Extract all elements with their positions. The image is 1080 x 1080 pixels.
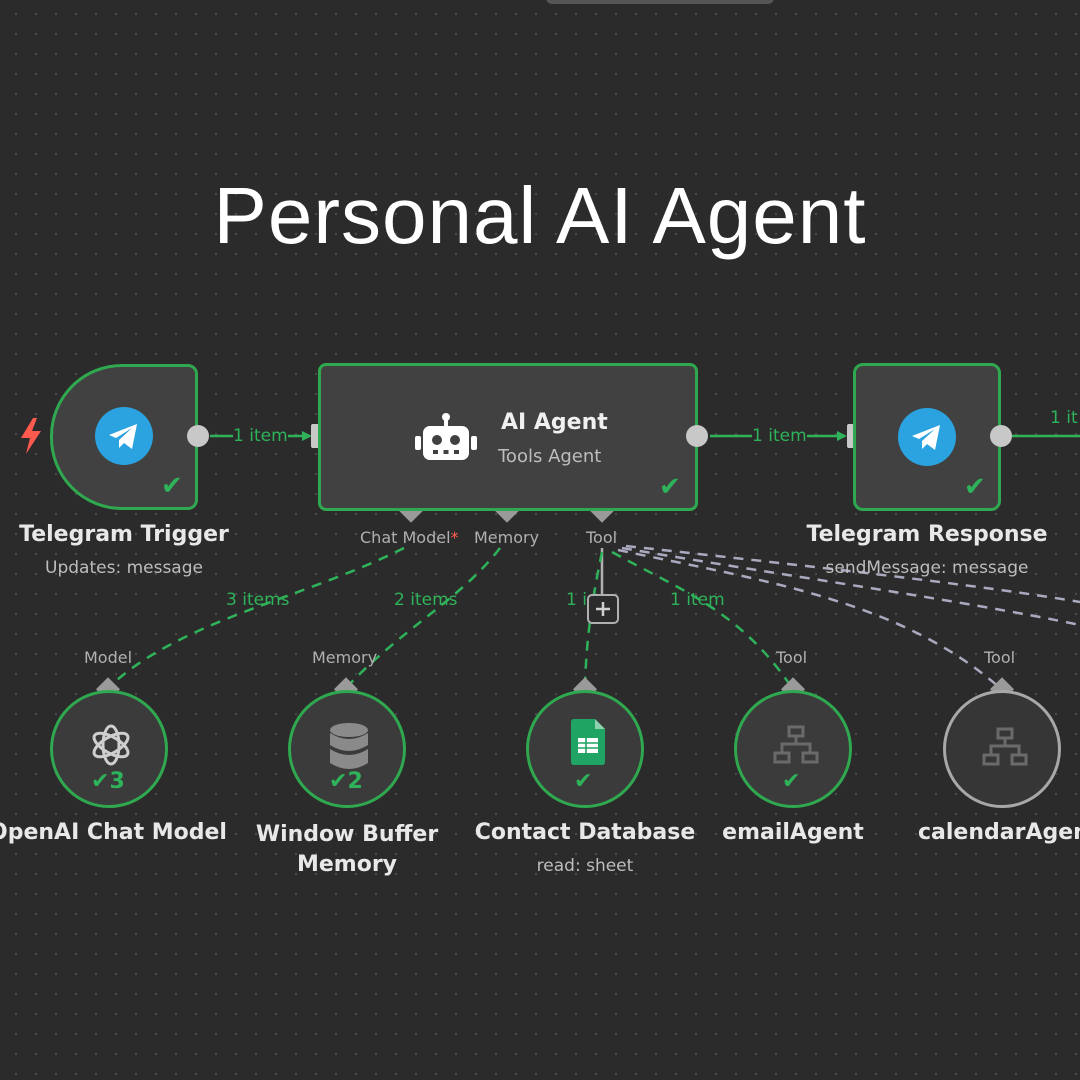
wire-email[interactable] [611, 550, 794, 689]
trigger-bolt-icon [18, 418, 44, 458]
connection-count-trigger: 1 item [233, 426, 288, 446]
execution-count-badge: ✔3 [91, 769, 125, 794]
connection-count-model: 3 items [226, 590, 290, 610]
node-subtitle-contact-database: read: sheet [536, 856, 634, 876]
port-label-model: Model [84, 648, 133, 667]
ai-agent-title: AI Agent [501, 410, 608, 435]
success-check-icon: ✔ [659, 472, 681, 502]
ai-agent-node[interactable]: AI Agent Tools Agent ✔ [318, 363, 698, 511]
connection-count-contact-db: 1 i [566, 590, 587, 610]
port-label-tool: Tool [984, 648, 1016, 667]
node-label-openai-chat-model: OpenAI Chat Model [0, 820, 227, 845]
node-label-contact-database: Contact Database [474, 820, 696, 845]
ai-agent-subtitle: Tools Agent [498, 446, 602, 467]
google-sheets-icon [571, 719, 605, 769]
wire-tool-extra-2[interactable] [625, 544, 1080, 604]
output-handle[interactable] [990, 425, 1012, 447]
wire-model[interactable] [107, 546, 405, 689]
port-label-memory: Memory [474, 528, 540, 547]
database-icon [329, 723, 369, 775]
connection-count-out: 1 it [1050, 408, 1078, 428]
success-check-icon: ✔ [782, 769, 801, 794]
output-handle[interactable] [187, 425, 209, 447]
node-label-email-agent: emailAgent [722, 820, 864, 845]
telegram-icon [898, 408, 956, 466]
add-tool-button[interactable] [587, 594, 619, 624]
page-title: Personal AI Agent [213, 171, 867, 260]
port-label-chat-model: Chat Model* [360, 528, 459, 547]
wire-calendar[interactable] [617, 548, 1001, 689]
success-check-icon: ✔ [161, 471, 183, 501]
top-toolbar-edge [546, 0, 774, 4]
connection-count-email: 1 item [670, 590, 725, 610]
execution-count-badge: ✔2 [329, 769, 363, 794]
port-label-tool: Tool [776, 648, 808, 667]
robot-icon [415, 412, 477, 468]
output-handle[interactable] [686, 425, 708, 447]
connection-count-response: 1 item [752, 426, 807, 446]
sitemap-icon [773, 725, 819, 769]
required-mark: * [450, 528, 459, 547]
success-check-icon: ✔ [964, 472, 986, 502]
contact-database-node[interactable]: ✔ [526, 690, 644, 808]
node-subtitle-telegram-response: sendMessage: message [825, 558, 1029, 578]
port-label-tool: Tool [586, 528, 618, 547]
node-label-telegram-trigger: Telegram Trigger [19, 522, 229, 547]
node-label-calendar-agent: calendarAgent [918, 820, 1080, 845]
node-subtitle-telegram-trigger: Updates: message [45, 558, 203, 578]
window-buffer-memory-node[interactable]: ✔2 [288, 690, 406, 808]
email-agent-node[interactable]: ✔ [734, 690, 852, 808]
telegram-response-node[interactable]: ✔ [853, 363, 1001, 511]
connection-count-memory: 2 items [394, 590, 458, 610]
openai-chat-model-node[interactable]: ✔3 [50, 690, 168, 808]
wire-memory[interactable] [345, 547, 501, 689]
success-check-icon: ✔ [574, 769, 593, 794]
node-label-telegram-response: Telegram Response [806, 522, 1048, 547]
sitemap-icon [982, 727, 1028, 771]
calendar-agent-node[interactable] [943, 690, 1061, 808]
openai-icon [87, 721, 135, 773]
telegram-icon [95, 407, 153, 465]
telegram-trigger-node[interactable]: ✔ [50, 364, 198, 510]
port-label-memory: Memory [312, 648, 378, 667]
